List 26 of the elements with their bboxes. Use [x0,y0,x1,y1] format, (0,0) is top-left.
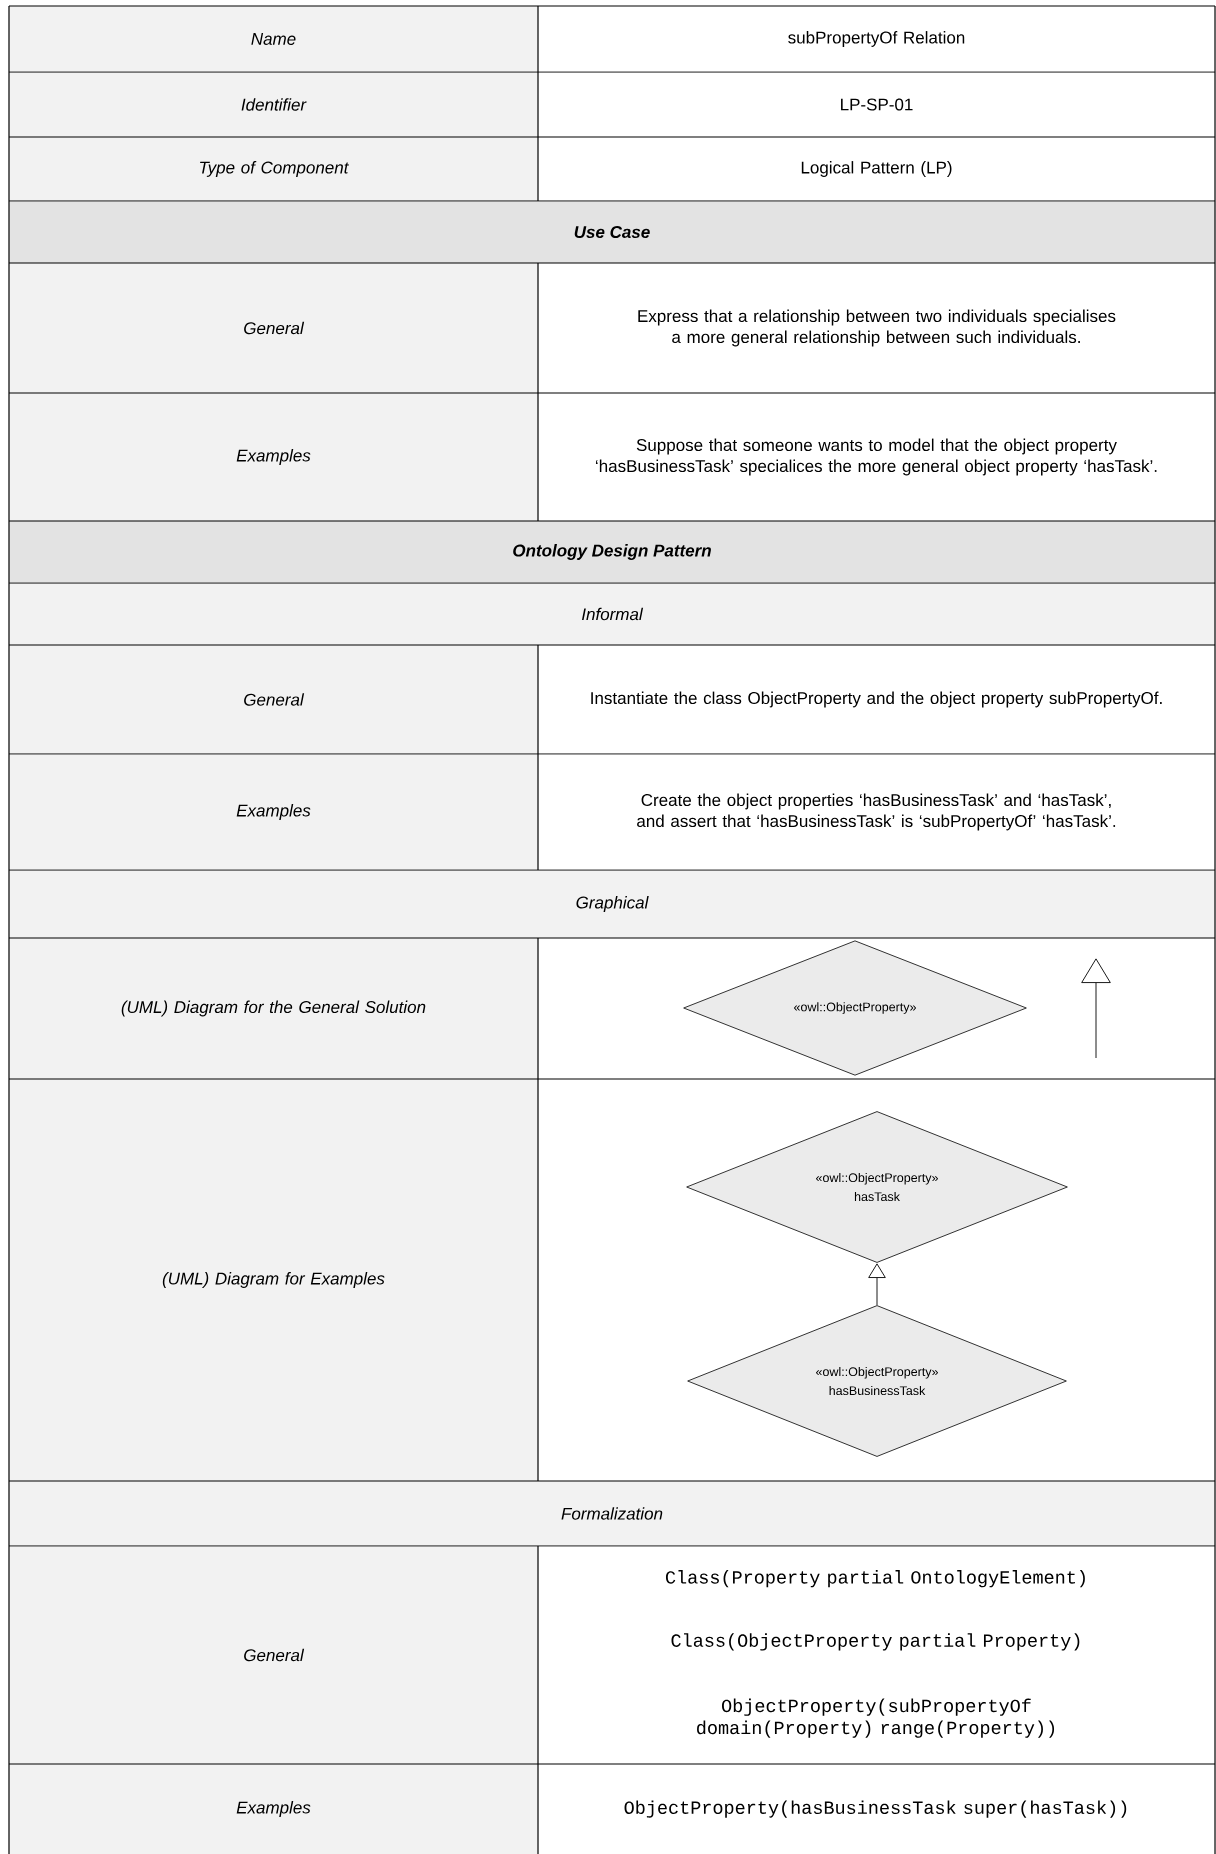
code-text: Class(Property partial OntologyElement) [666,1570,1085,1588]
code-text: ObjectProperty(hasBusinessTask super(hasTask)) [624,1800,1127,1818]
cell-text: Create the object properties ‘hasBusinessTask’ and ‘hasTask’, and assert that ‘hasBusinessTask’ is ‘subPropertyOf’ ‘hasTask’. [637,793,1116,831]
cell-text: Logical Pattern (LP) [801,161,952,177]
cell-text: Instantiate the class ObjectProperty and the object property subPropertyOf. [591,691,1162,708]
cell-text: Suppose that someone wants to model that the object property ‘hasBusinessTask’ specialices the more general object property ‘hasTask’. [596,438,1157,476]
section-header: Formalization [9,1481,1215,1546]
section-header: Ontology Design Pattern [9,521,1215,583]
section-header: Graphical [9,870,1215,938]
section-header: Informal [9,583,1215,645]
row-label-cell: Type of Component [9,137,538,201]
row-label-cell: Name [9,6,538,72]
row-label-cell: (UML) Diagram for the General Solution [9,938,538,1079]
cell-text: Express that a relationship between two individuals specialises a more general relationship between such individuals. [638,309,1116,347]
row-label-cell: Identifier [9,72,538,137]
section-header: Use Case [9,201,1215,263]
code-text: ObjectProperty(subPropertyOf domain(Property) range(Property)) [697,1698,1055,1738]
row-label-cell: Examples [9,393,538,521]
cell-text: LP-SP-01 [841,98,913,111]
generalization-arrow [868,1263,886,1306]
code-text: Class(ObjectProperty partial Property) [671,1633,1080,1651]
row-label-cell: Examples [9,754,538,870]
cell-text: subPropertyOf Relation [788,31,965,47]
row-label-cell: General [9,263,538,393]
row-label-cell: Examples [9,1764,538,1854]
row-label-cell: General [9,645,538,754]
